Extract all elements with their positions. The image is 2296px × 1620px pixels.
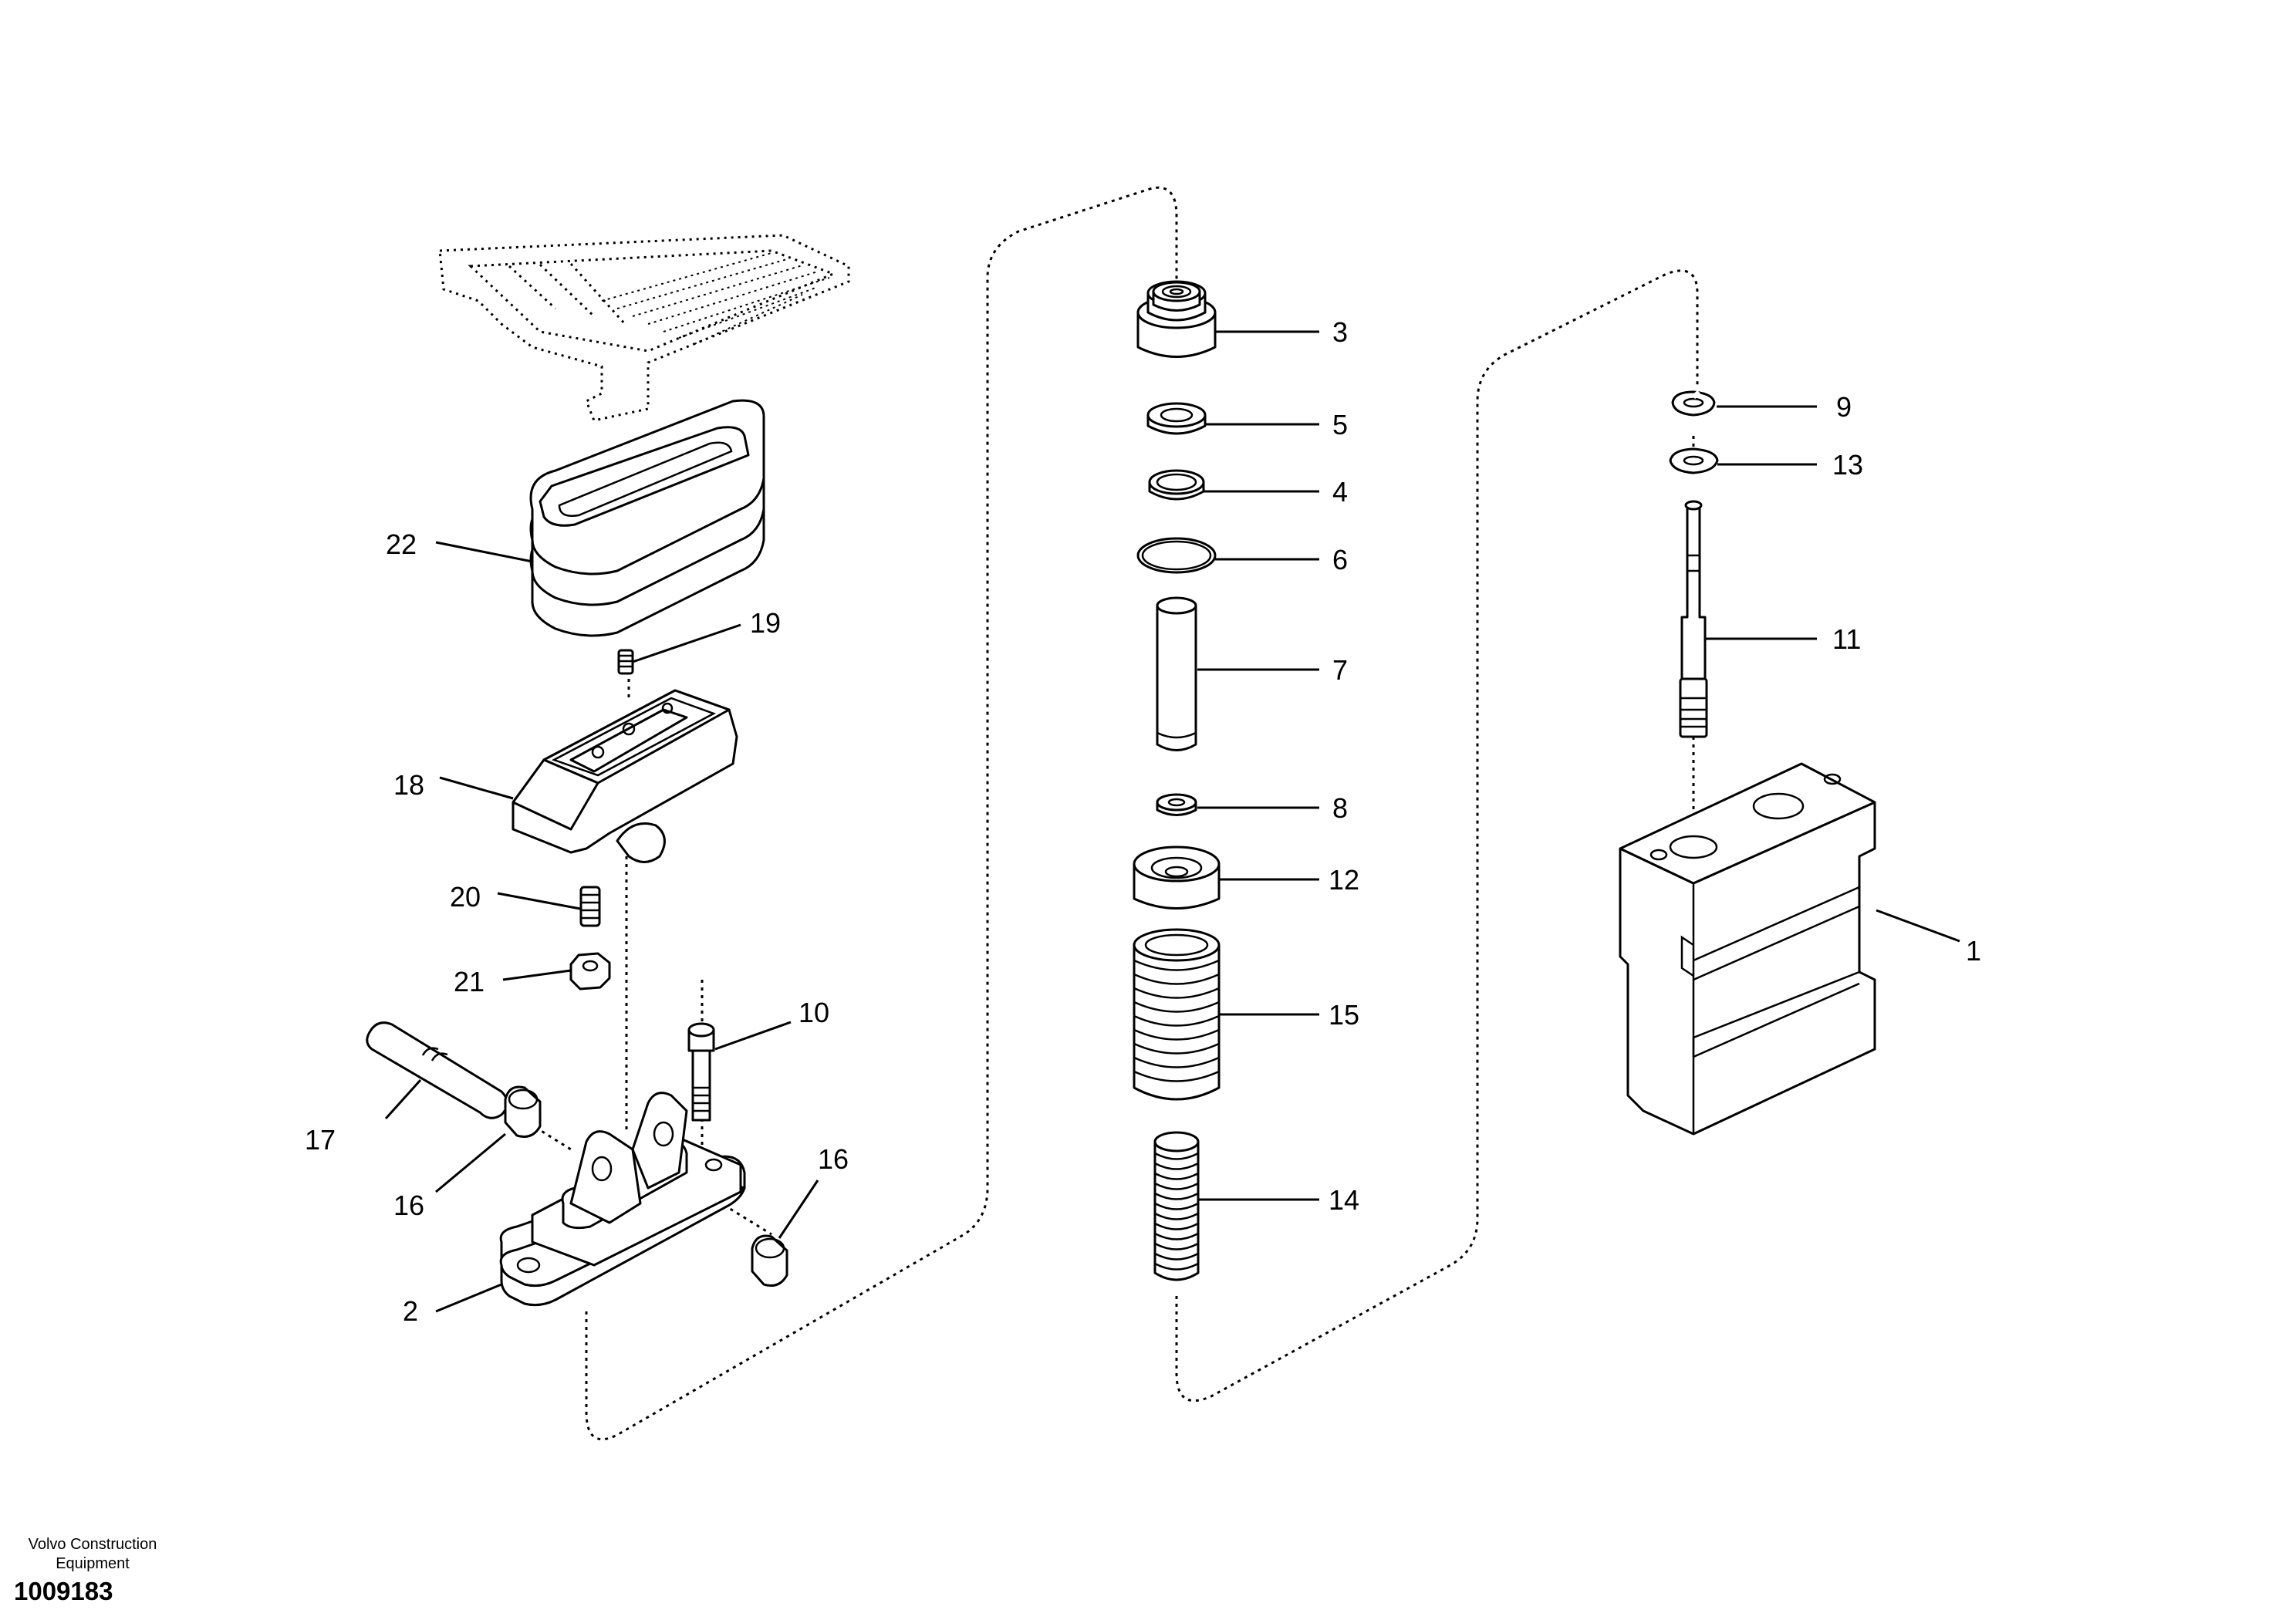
callout-9: 9 — [1836, 391, 1852, 423]
callout-22: 22 — [386, 528, 417, 560]
spool-7 — [1156, 596, 1197, 751]
nut-21 — [569, 952, 611, 991]
callout-15: 15 — [1329, 999, 1359, 1031]
washer-5 — [1146, 402, 1207, 435]
figure-id: 1009183 — [14, 1577, 113, 1605]
push-rod-11 — [1679, 500, 1708, 738]
callout-8: 8 — [1332, 792, 1348, 824]
callout-10: 10 — [799, 997, 829, 1028]
callout-16a: 16 — [393, 1190, 424, 1221]
callout-3: 3 — [1332, 316, 1348, 348]
company-name: Volvo Construction Equipment — [8, 1535, 177, 1574]
pedal-ghost — [438, 234, 850, 422]
o-ring-6 — [1136, 537, 1217, 574]
callout-1: 1 — [1966, 935, 1981, 967]
set-screw-19 — [617, 649, 634, 675]
leader-lines — [384, 330, 1960, 1313]
callout-20: 20 — [450, 881, 481, 913]
base-plate — [499, 1092, 746, 1307]
valve-body — [1619, 762, 1876, 1136]
pin-17 — [366, 1021, 508, 1119]
callout-4: 4 — [1332, 476, 1348, 508]
callout-13: 13 — [1832, 449, 1863, 481]
bushing-16a — [504, 1085, 542, 1138]
callout-19: 19 — [750, 607, 781, 639]
spring-14 — [1153, 1131, 1200, 1281]
company-line-2: Equipment — [56, 1555, 130, 1572]
callout-7: 7 — [1332, 654, 1348, 686]
washer-13 — [1669, 447, 1719, 474]
callout-17: 17 — [305, 1124, 336, 1156]
callout-12: 12 — [1329, 864, 1359, 896]
spring-seat-12 — [1133, 845, 1221, 910]
circlip-9 — [1671, 390, 1716, 417]
bolt-10 — [687, 1022, 715, 1122]
callout-labels: 1 2 3 4 5 6 7 8 9 10 11 12 13 14 15 16 1… — [305, 316, 1981, 1327]
rubber-boot — [529, 399, 765, 637]
set-screw-20 — [579, 886, 601, 927]
seal-4 — [1148, 469, 1205, 501]
company-line-1: Volvo Construction — [28, 1536, 157, 1553]
callout-16b: 16 — [818, 1143, 849, 1175]
bushing-16b — [751, 1234, 788, 1287]
callout-2: 2 — [403, 1295, 418, 1327]
washer-8 — [1156, 793, 1197, 816]
callout-14: 14 — [1329, 1184, 1359, 1216]
callout-18: 18 — [393, 769, 424, 801]
plug-3 — [1136, 280, 1217, 358]
callout-5: 5 — [1332, 409, 1348, 440]
assembly-guide-lines — [508, 186, 1699, 1441]
pedal-bracket — [512, 689, 738, 863]
callout-21: 21 — [454, 966, 485, 997]
callout-6: 6 — [1332, 544, 1348, 575]
spring-15 — [1133, 928, 1221, 1101]
callout-11: 11 — [1832, 623, 1861, 655]
